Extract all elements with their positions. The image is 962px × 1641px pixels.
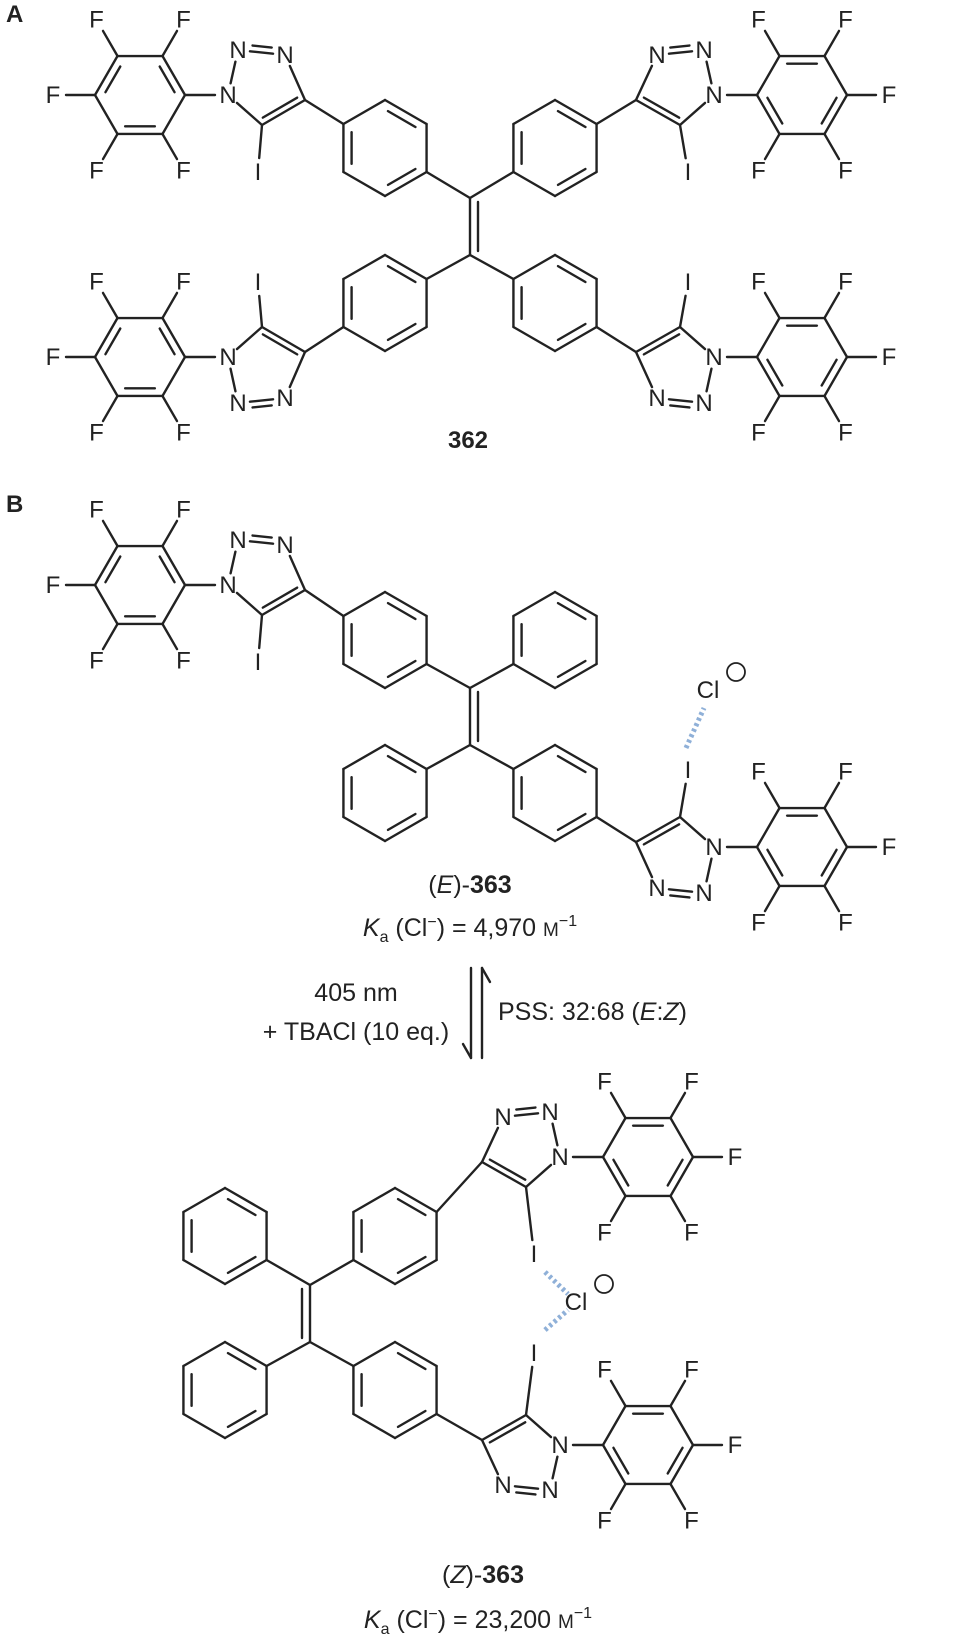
nitrogen-label: N: [648, 385, 665, 412]
nitrogen-label: N: [276, 385, 293, 412]
nitrogen-label: N: [229, 527, 246, 554]
compound-z363-ka: Ka (Cl−) = 23,200 M−1: [364, 1605, 592, 1638]
nitrogen-label: N: [229, 390, 246, 417]
iodine-label: I: [685, 757, 692, 784]
iodine-label: I: [531, 1340, 538, 1367]
nitrogen-label: N: [551, 1432, 568, 1459]
fluorine-label: F: [176, 157, 191, 184]
nitrogen-label: N: [494, 1104, 511, 1131]
fluorine-label: F: [684, 1507, 699, 1534]
fluorine-label: F: [838, 269, 853, 296]
nitrogen-label: N: [276, 42, 293, 69]
fluorine-label: F: [176, 269, 191, 296]
fluorine-label: F: [89, 419, 104, 446]
nitrogen-label: N: [551, 1144, 568, 1171]
fluorine-label: F: [751, 759, 766, 786]
fluorine-label: F: [882, 834, 897, 861]
nitrogen-label: N: [695, 37, 712, 64]
fluorine-label: F: [684, 1357, 699, 1384]
bond-skeleton: [64, 29, 878, 1511]
fluorine-label: F: [89, 7, 104, 34]
equilibrium-arrows: [461, 966, 492, 1060]
nitrogen-label: N: [695, 390, 712, 417]
iodine-label: I: [531, 1241, 538, 1268]
fluorine-label: F: [176, 7, 191, 34]
nitrogen-label: N: [695, 880, 712, 907]
fluorine-label: F: [597, 1357, 612, 1384]
fluorine-label: F: [597, 1069, 612, 1096]
fluorine-label: F: [176, 497, 191, 524]
iodine-label: I: [255, 159, 262, 186]
iodine-label: I: [255, 269, 262, 296]
fluorine-label: F: [89, 269, 104, 296]
chloride-label: Cl: [565, 1289, 588, 1316]
fluorine-label: F: [751, 269, 766, 296]
fluorine-label: F: [684, 1219, 699, 1246]
fluorine-label: F: [89, 497, 104, 524]
chloride-label: Cl: [697, 677, 720, 704]
fluorine-label: F: [751, 419, 766, 446]
fluorine-label: F: [597, 1507, 612, 1534]
nitrogen-label: N: [219, 572, 236, 599]
nitrogen-label: N: [705, 82, 722, 109]
fluorine-label: F: [728, 1144, 743, 1171]
fluorine-label: F: [46, 572, 61, 599]
pss-ratio: PSS: 32:68 (E:Z): [498, 998, 687, 1026]
fluorine-label: F: [176, 419, 191, 446]
compound-e363-ka: Ka (Cl−) = 4,970 M−1: [363, 913, 577, 946]
fluorine-label: F: [176, 647, 191, 674]
fluorine-label: F: [838, 7, 853, 34]
fluorine-label: F: [751, 7, 766, 34]
fluorine-label: F: [728, 1432, 743, 1459]
fluorine-label: F: [597, 1219, 612, 1246]
fluorine-label: F: [751, 157, 766, 184]
nitrogen-label: N: [648, 42, 665, 69]
fluorine-label: F: [838, 759, 853, 786]
condition-wavelength: 405 nm: [314, 979, 397, 1007]
panel-label-a: A: [6, 1, 23, 28]
iodine-label: I: [255, 649, 262, 676]
condition-additive: + TBACl (10 eq.): [263, 1018, 449, 1046]
iodine-label: I: [685, 269, 692, 296]
compound-z363-label: (Z)-363: [442, 1561, 524, 1589]
fluorine-label: F: [751, 909, 766, 936]
fluorine-label: F: [838, 419, 853, 446]
panel-label-b: B: [6, 491, 23, 518]
fluorine-label: F: [838, 909, 853, 936]
nitrogen-label: N: [705, 834, 722, 861]
fluorine-label: F: [684, 1069, 699, 1096]
nitrogen-label: N: [541, 1099, 558, 1126]
iodine-label: I: [685, 159, 692, 186]
compound-362-label: 362: [448, 427, 488, 454]
fluorine-label: F: [46, 344, 61, 371]
nitrogen-label: N: [229, 37, 246, 64]
fluorine-label: F: [882, 82, 897, 109]
nitrogen-label: N: [276, 532, 293, 559]
fluorine-label: F: [89, 647, 104, 674]
nitrogen-label: N: [219, 344, 236, 371]
halogen-bonds: [543, 706, 707, 1332]
fluorine-label: F: [89, 157, 104, 184]
nitrogen-label: N: [705, 344, 722, 371]
nitrogen-label: N: [648, 875, 665, 902]
nitrogen-label: N: [219, 82, 236, 109]
fluorine-label: F: [882, 344, 897, 371]
nitrogen-label: N: [494, 1472, 511, 1499]
fluorine-label: F: [46, 82, 61, 109]
nitrogen-label: N: [541, 1477, 558, 1504]
fluorine-label: F: [838, 157, 853, 184]
compound-e363-label: (E)-363: [428, 871, 511, 899]
